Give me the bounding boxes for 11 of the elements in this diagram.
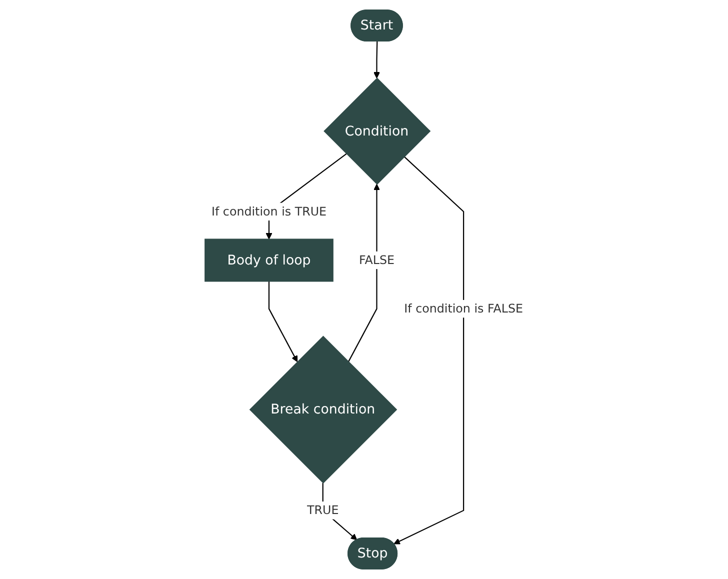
- node-box: Body of loop: [204, 238, 334, 282]
- edge-label: TRUE: [307, 503, 339, 518]
- edge-label: FALSE: [359, 252, 395, 267]
- node-diamond: Break condition: [249, 336, 398, 484]
- arrow: [374, 41, 380, 78]
- edge-label: If condition is TRUE: [212, 204, 327, 218]
- node-diamond: Condition: [324, 78, 431, 185]
- arrow: [348, 184, 380, 362]
- edge-label: If condition is FALSE: [404, 301, 524, 316]
- arrow: [268, 281, 298, 362]
- arrow: [394, 156, 464, 544]
